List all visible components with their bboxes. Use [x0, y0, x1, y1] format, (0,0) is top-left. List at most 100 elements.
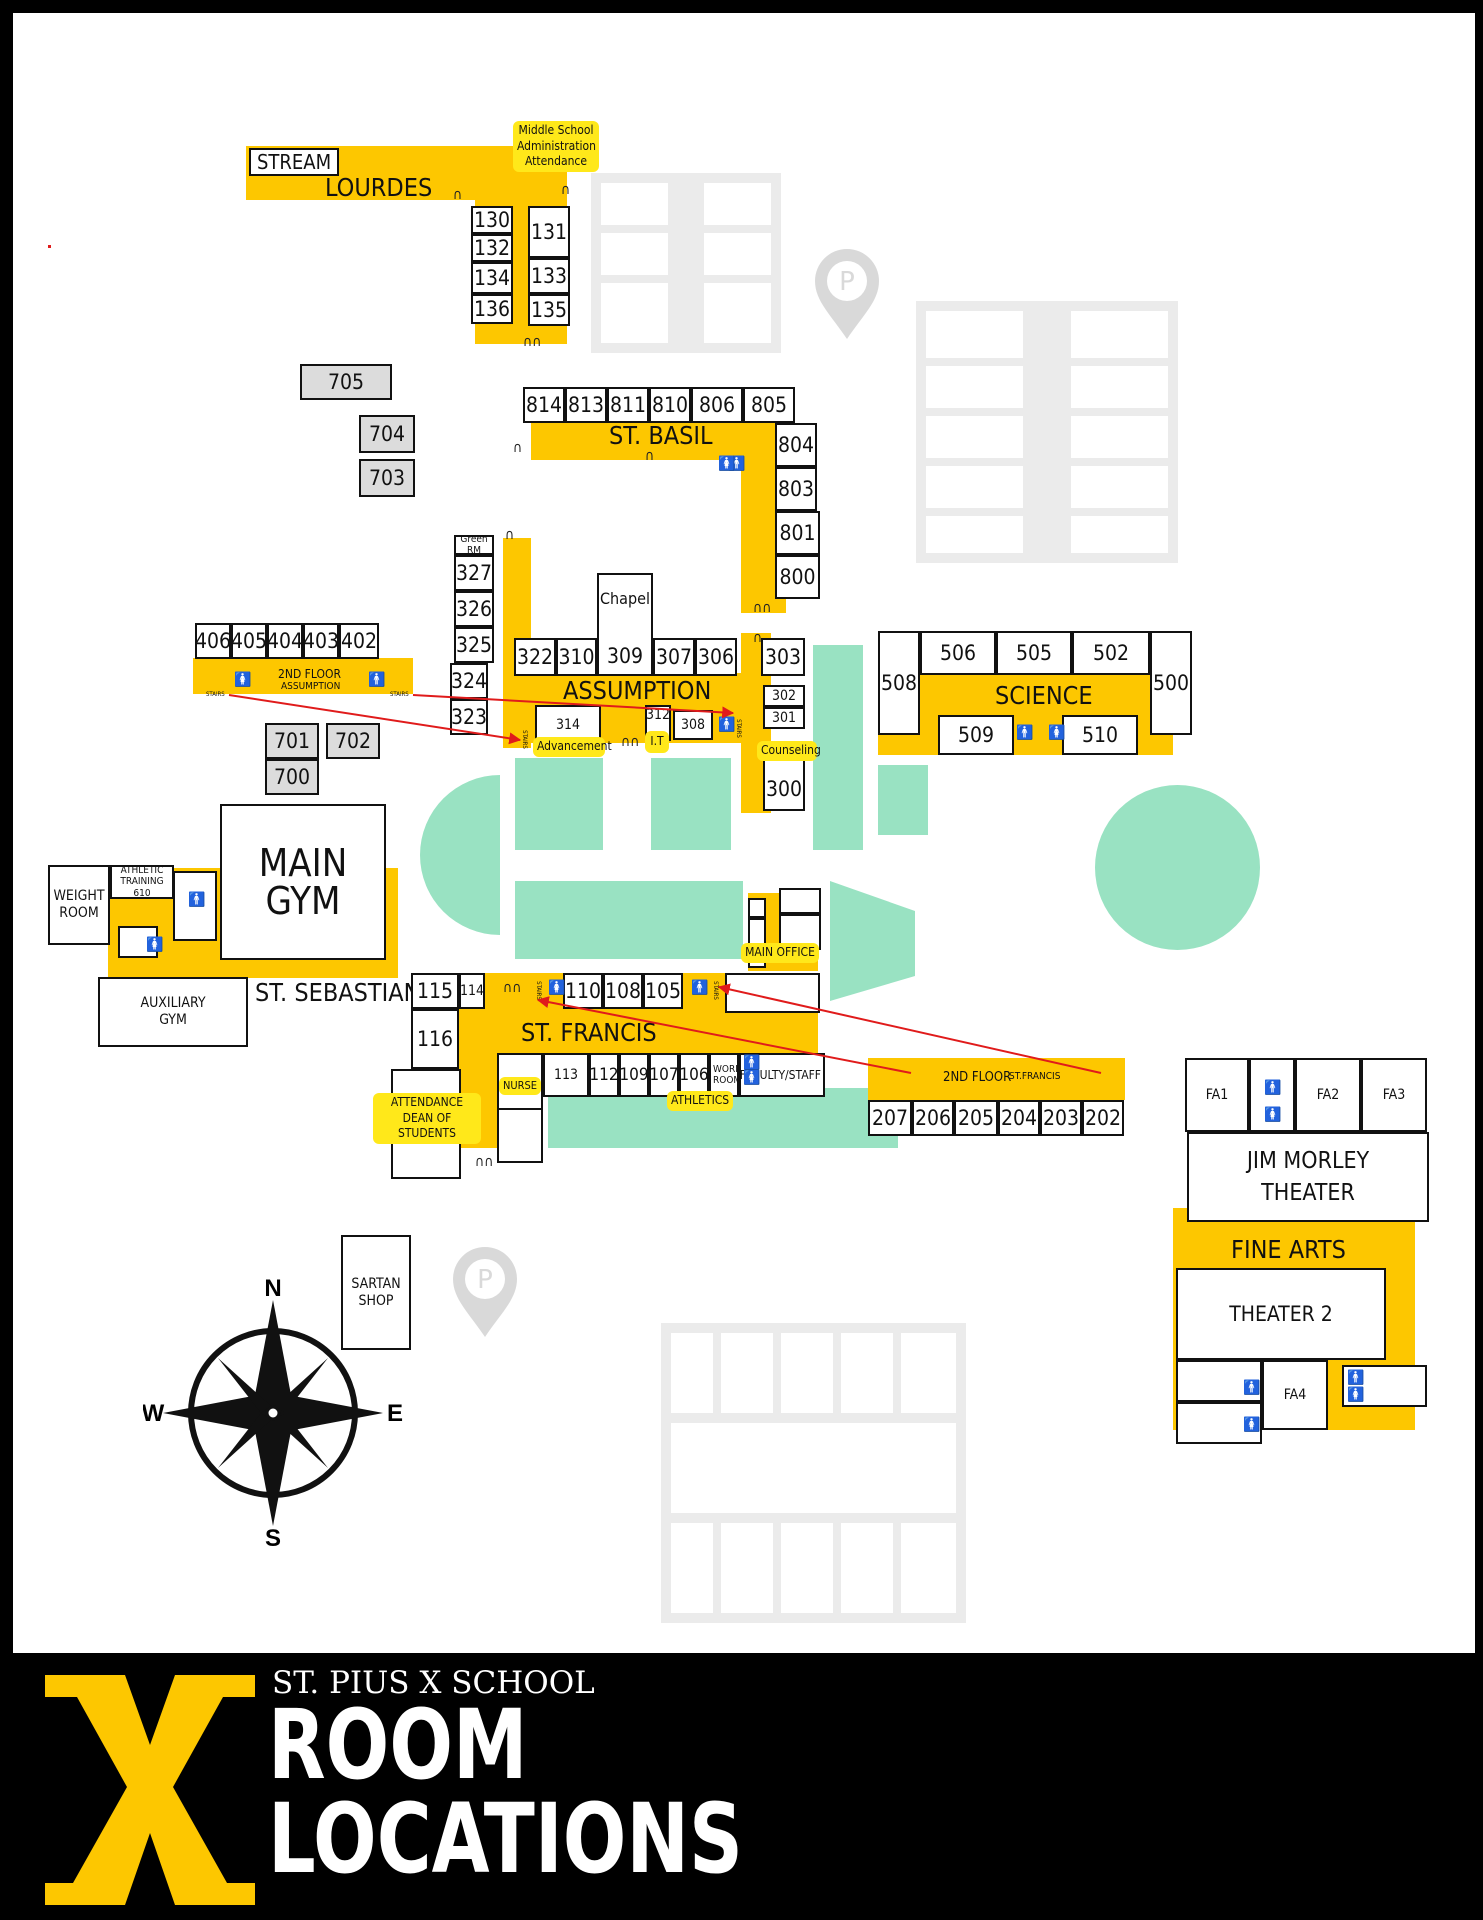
room-fa-restroom-women[interactable] [1176, 1402, 1262, 1444]
room-fa3[interactable]: FA3 [1361, 1058, 1427, 1132]
room-auxiliary-gym[interactable]: AUXILIARY GYM [98, 977, 248, 1047]
room-308[interactable]: 308 [673, 710, 713, 740]
room-133[interactable]: 133 [528, 258, 570, 294]
room-805[interactable]: 805 [743, 387, 795, 423]
room-204[interactable]: 204 [998, 1100, 1040, 1136]
room-703[interactable]: 703 [359, 459, 415, 497]
room-weight-room[interactable]: WEIGHT ROOM [48, 865, 110, 945]
room-202[interactable]: 202 [1082, 1100, 1124, 1136]
door-icon: ∩∩ [753, 600, 772, 616]
room-303[interactable]: 303 [761, 638, 805, 676]
room-404[interactable]: 404 [267, 623, 303, 659]
hall-label-st-basil: ST. BASIL [609, 421, 713, 450]
room-205[interactable]: 205 [954, 1100, 998, 1136]
room-107[interactable]: 107 [649, 1053, 679, 1097]
room-132[interactable]: 132 [471, 234, 513, 262]
room-810[interactable]: 810 [649, 387, 691, 423]
room-134[interactable]: 134 [471, 262, 513, 294]
room-306[interactable]: 306 [695, 638, 737, 676]
room-fa2[interactable]: FA2 [1295, 1058, 1361, 1132]
room-206[interactable]: 206 [912, 1100, 954, 1136]
room-323[interactable]: 323 [450, 699, 488, 735]
room-main-gym[interactable]: MAIN GYM [220, 804, 386, 960]
room-704[interactable]: 704 [359, 415, 415, 453]
room-jim-morley-theater[interactable]: JIM MORLEY THEATER [1187, 1132, 1429, 1222]
room-506[interactable]: 506 [920, 631, 996, 675]
room-502[interactable]: 502 [1072, 631, 1150, 675]
room-203[interactable]: 203 [1040, 1100, 1082, 1136]
room-813[interactable]: 813 [565, 387, 607, 423]
room-310[interactable]: 310 [556, 638, 597, 676]
room-500[interactable]: 500 [1150, 631, 1192, 735]
room-803[interactable]: 803 [775, 467, 817, 511]
room-406[interactable]: 406 [195, 623, 231, 659]
room-main-office-c[interactable] [748, 898, 766, 918]
room-326[interactable]: 326 [454, 591, 494, 627]
room-restroom-gym-women[interactable] [118, 926, 158, 958]
room-114[interactable]: 114 [459, 973, 485, 1009]
room-chapel[interactable]: Chapel [597, 573, 653, 647]
room-nurse-lower[interactable] [497, 1108, 543, 1163]
tag-counseling: Counseling [757, 741, 821, 761]
map-marker-dot [48, 245, 51, 248]
room-fa-restrooms[interactable] [1249, 1058, 1295, 1132]
room-131[interactable]: 131 [528, 206, 570, 258]
room-701[interactable]: 701 [265, 723, 319, 759]
room-508[interactable]: 508 [878, 631, 920, 735]
room-322[interactable]: 322 [514, 638, 556, 676]
parking-lot-south-stripe [671, 1513, 956, 1523]
room-300[interactable]: 300 [763, 753, 805, 811]
room-fa-restroom-unisex[interactable] [1342, 1365, 1427, 1407]
room-athletic-training-610[interactable]: ATHLETIC TRAINING 610 [110, 865, 174, 899]
room-main-office-a[interactable] [779, 888, 821, 914]
room-806[interactable]: 806 [691, 387, 743, 423]
room-108[interactable]: 108 [603, 973, 643, 1009]
room-restroom-gym-men[interactable] [173, 871, 217, 941]
room-fa1[interactable]: FA1 [1185, 1058, 1249, 1132]
room-fa4[interactable]: FA4 [1262, 1360, 1328, 1430]
room-301[interactable]: 301 [763, 707, 805, 729]
room-309[interactable]: 309 [597, 638, 653, 676]
room-324[interactable]: 324 [450, 663, 488, 699]
room-325[interactable]: 325 [454, 627, 494, 663]
room-402[interactable]: 402 [339, 623, 379, 659]
room-327[interactable]: 327 [454, 555, 494, 591]
room-509[interactable]: 509 [938, 715, 1014, 755]
room-510[interactable]: 510 [1062, 715, 1138, 755]
room-814[interactable]: 814 [523, 387, 565, 423]
room-811[interactable]: 811 [607, 387, 649, 423]
room-110[interactable]: 110 [563, 973, 603, 1009]
courtyard-circle [1095, 785, 1260, 950]
tag-main-office: MAIN OFFICE [741, 943, 819, 963]
room-115[interactable]: 115 [411, 973, 459, 1009]
room-136[interactable]: 136 [471, 294, 513, 324]
room-403[interactable]: 403 [303, 623, 339, 659]
room-135[interactable]: 135 [528, 294, 570, 326]
room-801[interactable]: 801 [775, 511, 820, 555]
room-109[interactable]: 109 [619, 1053, 649, 1097]
room-705[interactable]: 705 [300, 364, 392, 400]
parking-lot-south-stripe [773, 1333, 781, 1413]
room-106[interactable]: 106 [679, 1053, 709, 1097]
room-fa-restroom-men[interactable] [1176, 1360, 1262, 1402]
hall-label-st-sebastian: ST. SEBASTIAN [255, 978, 421, 1007]
room-112[interactable]: 112 [589, 1053, 619, 1097]
door-icon: ∩∩ [503, 980, 522, 996]
room-302[interactable]: 302 [763, 685, 805, 707]
room-105[interactable]: 105 [643, 973, 683, 1009]
room-702[interactable]: 702 [326, 723, 380, 759]
room-sartan-shop[interactable]: SARTAN SHOP [341, 1235, 411, 1350]
room-307[interactable]: 307 [653, 638, 695, 676]
room-804[interactable]: 804 [775, 423, 817, 467]
room-405[interactable]: 405 [231, 623, 267, 659]
room-116[interactable]: 116 [411, 1009, 459, 1069]
room-faculty-staff[interactable]: FACULTY/STAFF [739, 1053, 825, 1097]
room-green-rm[interactable]: Green RM [454, 535, 494, 555]
room-505[interactable]: 505 [996, 631, 1072, 675]
room-700[interactable]: 700 [265, 759, 319, 795]
room-theater-2[interactable]: THEATER 2 [1176, 1268, 1386, 1360]
room-113[interactable]: 113 [543, 1053, 589, 1097]
room-207[interactable]: 207 [868, 1100, 912, 1136]
room-800[interactable]: 800 [775, 555, 820, 599]
room-130[interactable]: 130 [471, 206, 513, 234]
